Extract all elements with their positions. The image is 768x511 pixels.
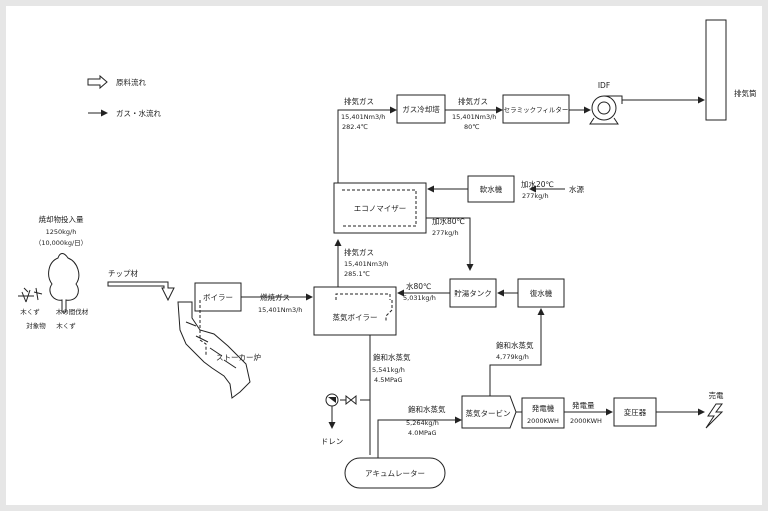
steam-boiler-box[interactable]	[313, 286, 397, 336]
hot-tank-box[interactable]	[449, 278, 497, 308]
material-flow-arrow-icon	[87, 74, 108, 90]
sat-steam1-label: 飽和水蒸気	[373, 352, 411, 362]
water80-label: 加水80℃	[432, 216, 465, 226]
wood-chips-icon	[18, 287, 34, 303]
hot80-rate: 5,031kg/h	[403, 294, 436, 302]
generator-box[interactable]	[521, 397, 565, 429]
exhaust2-temp: 282.4℃	[342, 123, 368, 131]
sat-steam2-rate: 5,264kg/h	[406, 419, 439, 427]
branch-icon	[33, 287, 43, 301]
water80-line	[426, 217, 474, 271]
input-title: 焼却物投入量	[39, 214, 84, 224]
input-info: 焼却物投入量 1250kg/h （10,000kg/日） 木くず 木の間伐材 対…	[18, 214, 89, 330]
power-sale-label: 売電	[709, 390, 724, 400]
input-rate: 1250kg/h	[46, 228, 77, 236]
generator-rating: 2000KWH	[527, 417, 559, 425]
wood-thinning-label: 木の間伐材	[56, 307, 89, 316]
sat-steam3-label: 飽和水蒸気	[496, 340, 534, 350]
exhaust1-temp: 285.1℃	[344, 270, 370, 278]
turbine-label: 蒸気タービン	[466, 408, 511, 418]
condenser-label: 復水機	[530, 288, 553, 298]
idf-label: IDF	[598, 81, 610, 90]
exhaust2-rate: 15,401Nm3/h	[341, 113, 385, 121]
steam-boiler-internal-flow	[335, 293, 393, 322]
exhaust2-label: 排気ガス	[344, 96, 374, 106]
stoker-furnace	[177, 301, 251, 399]
water-source-label: 水源	[569, 184, 584, 194]
sat-steam2-line	[377, 416, 462, 458]
hot80-label: 水80℃	[406, 281, 431, 291]
chip-feed-arrow	[107, 281, 175, 302]
input-daily: （10,000kg/日）	[35, 239, 87, 247]
generator-label: 発電機	[532, 403, 555, 413]
valve-icon	[345, 394, 357, 406]
fuel-gas-rate: 15,401Nm3/h	[258, 306, 302, 314]
sat-steam1-press: 4.5MPaG	[374, 376, 403, 384]
sat-steam2-press: 4.0MPaG	[408, 429, 437, 437]
ceramic-filter-label: セラミックフィルター	[504, 105, 569, 114]
lightning-icon	[705, 403, 724, 429]
chimney-label: 排気筒	[734, 88, 757, 98]
stoker-label: ストーカー炉	[216, 352, 261, 362]
turbine-box[interactable]	[461, 395, 517, 429]
hot-tank-label: 貯湯タンク	[454, 288, 492, 298]
economizer-label: エコノマイザー	[354, 204, 407, 213]
economizer-internal-flow	[342, 189, 417, 227]
target-wood-label: 木くず	[56, 321, 76, 330]
power-value: 2000KWH	[570, 417, 602, 425]
exhaust3-rate: 15,401Nm3/h	[452, 113, 496, 121]
water20-label: 加水20℃	[521, 179, 554, 189]
boiler-label: ボイラー	[203, 293, 233, 302]
gas-cooler-label: ガス冷却塔	[402, 104, 440, 114]
sat-steam2-label: 飽和水蒸気	[408, 404, 446, 414]
exhaust3-temp: 80℃	[464, 123, 480, 131]
sat-steam1-rate: 5,541kg/h	[372, 366, 405, 374]
exhaust3-label: 排気ガス	[458, 96, 488, 106]
sat-steam3-rate: 4,779kg/h	[496, 353, 529, 361]
legend-gas-water-flow: ガス・水流れ	[116, 108, 161, 118]
target-label: 対象物	[26, 321, 46, 330]
legend: 原料流れ ガス・水流れ	[87, 74, 161, 118]
legend-material-flow: 原料流れ	[116, 77, 146, 87]
water20-rate: 277kg/h	[522, 192, 549, 200]
idf-fan-icon[interactable]	[589, 95, 623, 125]
exhaust2-line	[337, 106, 397, 183]
exhaust1-rate: 15,401Nm3/h	[344, 260, 388, 268]
accumulator-label: アキュムレーター	[365, 469, 425, 478]
ceramic-filter-box[interactable]	[502, 94, 570, 124]
trap-mark-icon	[328, 397, 336, 403]
chimney-box[interactable]	[705, 19, 727, 121]
transformer-label: 変圧器	[624, 407, 647, 417]
wood-chips-label: 木くず	[20, 307, 40, 316]
tree-icon	[48, 253, 80, 313]
exhaust1-label: 排気ガス	[344, 247, 374, 257]
fuel-gas-label: 燃焼ガス	[260, 292, 290, 302]
accumulator-box[interactable]	[344, 457, 446, 489]
sat-steam3-line	[489, 308, 545, 396]
steam-boiler-label: 蒸気ボイラー	[333, 312, 378, 322]
chip-label: チップ材	[108, 268, 138, 278]
drain-label: ドレン	[321, 437, 344, 446]
gas-cooler-box[interactable]	[396, 94, 446, 124]
water80-rate: 277kg/h	[432, 229, 459, 237]
boiler-internal-flow	[199, 300, 207, 356]
power-label: 発電量	[572, 401, 595, 410]
soft-water-label: 軟水機	[480, 184, 503, 194]
stoker-grate	[185, 321, 237, 369]
economizer-box[interactable]	[333, 182, 427, 234]
